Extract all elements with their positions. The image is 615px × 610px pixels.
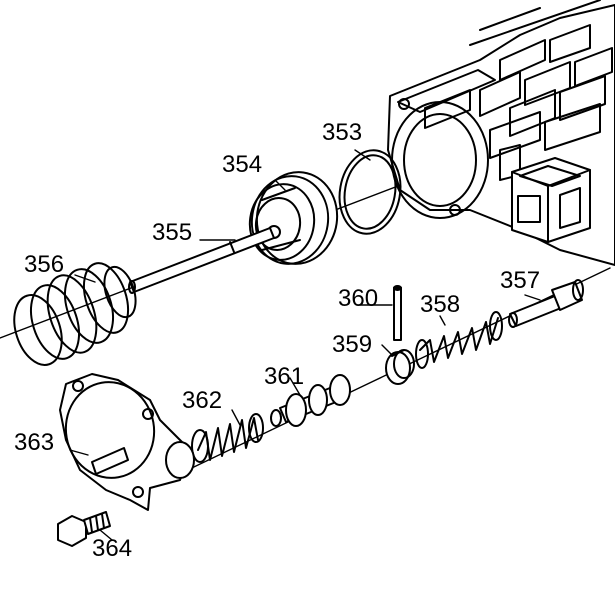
callout-353: 353 xyxy=(322,119,362,146)
callout-363: 363 xyxy=(14,429,54,456)
callout-361: 361 xyxy=(264,363,304,390)
callout-362: 362 xyxy=(182,387,222,414)
leader-lines xyxy=(69,149,541,541)
servo-piston-354 xyxy=(248,171,339,265)
servo-spring-356 xyxy=(13,262,137,366)
callout-358: 358 xyxy=(420,291,460,318)
callout-355: 355 xyxy=(152,219,192,246)
valve-359 xyxy=(385,349,415,385)
roll-pin-360 xyxy=(393,285,402,341)
callout-357: 357 xyxy=(500,267,540,294)
callout-360: 360 xyxy=(338,285,378,312)
callout-364: 364 xyxy=(92,535,132,562)
callout-356: 356 xyxy=(24,251,64,278)
snap-ring-353 xyxy=(338,149,402,235)
valve-sleeve-357 xyxy=(508,279,584,328)
callout-labels: 353 354 355 356 357 358 359 360 361 362 … xyxy=(14,119,540,562)
cover-bolt-364 xyxy=(57,511,111,547)
servo-cover-363 xyxy=(59,373,195,511)
solenoid-connector xyxy=(511,157,591,243)
callout-359: 359 xyxy=(332,331,372,358)
valve-spring-362 xyxy=(191,413,264,463)
valve-spring-358 xyxy=(415,311,503,369)
valve-spool-361 xyxy=(270,374,351,427)
servo-pin-355 xyxy=(128,227,275,294)
callout-354: 354 xyxy=(222,151,262,178)
